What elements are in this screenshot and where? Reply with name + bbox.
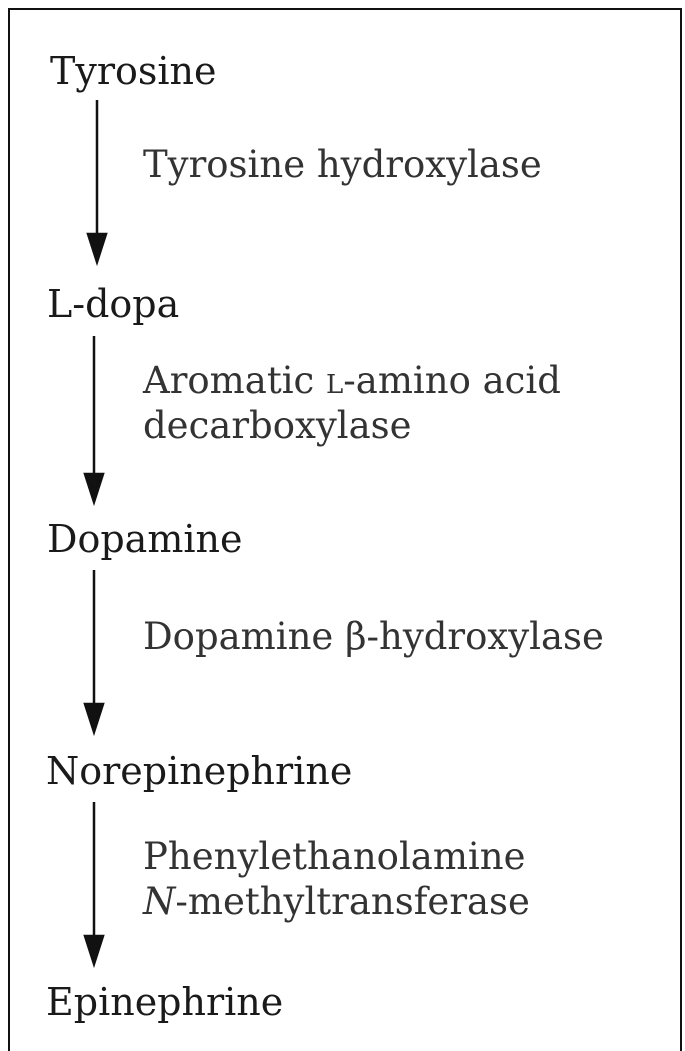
compound-l-dopa: L-dopa [47, 282, 180, 326]
arrow-1-head [86, 232, 108, 267]
enzyme-4-rest: -methyltransferase [175, 880, 530, 924]
enzyme-aromatic-decarboxylase: Aromatic l-amino acid decarboxylase [143, 358, 561, 448]
enzyme-2-line-1: Aromatic l-amino acid [143, 358, 561, 403]
enzyme-4-line-2: N-methyltransferase [143, 879, 530, 924]
enzyme-2-line-2: decarboxylase [143, 404, 412, 448]
compound-tyrosine: Tyrosine [50, 49, 217, 93]
enzyme-3-label: Dopamine β-hydroxylase [143, 615, 604, 658]
diagram-frame [8, 8, 682, 1051]
arrow-3-head [83, 702, 105, 737]
enzyme-2-prefix: Aromatic [143, 359, 327, 402]
compound-epinephrine: Epinephrine [46, 980, 284, 1024]
enzyme-2-smallcaps-l: l [326, 359, 344, 402]
enzyme-pnmt: Phenylethanolamine N-methyltransferase [143, 834, 530, 924]
compound-dopamine: Dopamine [47, 517, 243, 561]
enzyme-dopamine-beta-hydroxylase: Dopamine β-hydroxylase [143, 614, 604, 659]
enzyme-tyrosine-hydroxylase: Tyrosine hydroxylase [143, 142, 542, 187]
enzyme-4-italic-n: N [143, 880, 176, 924]
arrow-4-head [83, 934, 105, 969]
enzyme-2-suffix: -amino acid [343, 359, 561, 402]
enzyme-1-label: Tyrosine hydroxylase [143, 143, 542, 186]
enzyme-4-line-1: Phenylethanolamine [143, 835, 526, 878]
arrow-2-head [83, 472, 105, 507]
compound-norepinephrine: Norepinephrine [46, 749, 353, 793]
